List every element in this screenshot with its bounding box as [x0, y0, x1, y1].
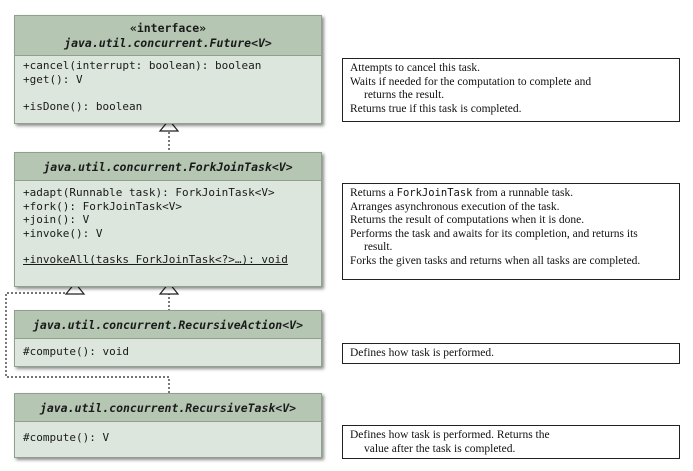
desc-line: returns the result.: [364, 89, 445, 102]
future-methods: +cancel(interrupt: boolean): boolean +ge…: [15, 56, 321, 118]
desc-line: Defines how task is performed.: [350, 347, 495, 359]
future-class-box: «interface» java.util.concurrent.Future<…: [14, 15, 322, 124]
desc-line: Defines how task is performed. Returns t…: [350, 429, 550, 441]
inheritance-arrowhead-action: [158, 282, 180, 295]
desc-line: Returns a ForkJoinTask from a runnable t…: [350, 187, 672, 201]
forkjoin-method: +fork(): ForkJoinTask<V>: [23, 199, 182, 213]
forkjoin-method: +adapt(Runnable task): ForkJoinTask<V>: [23, 186, 275, 199]
realization-arrowhead: [158, 119, 180, 132]
recursiveaction-description: Defines how task is performed.: [342, 343, 680, 364]
recursiveaction-method: #compute(): void: [23, 345, 129, 358]
desc-line: Arranges asynchronous execution of the t…: [350, 200, 560, 213]
desc-line: value after the task is completed.: [364, 442, 516, 455]
recursivetask-method: #compute(): V: [23, 431, 110, 444]
desc-line: Attempts to cancel this task.: [350, 62, 480, 74]
forkjoin-methods: +adapt(Runnable task): ForkJoinTask<V> +…: [15, 181, 321, 271]
forkjoin-description: Returns a ForkJoinTask from a runnable t…: [342, 183, 680, 280]
recursivetask-methods: #compute(): V: [15, 422, 321, 449]
future-method: +isDone(): boolean: [23, 100, 143, 113]
forkjoin-class-name: java.util.concurrent.ForkJoinTask<V>: [43, 160, 293, 174]
desc-text: Returns a: [350, 187, 397, 199]
recursiveaction-class-header: java.util.concurrent.RecursiveAction<V>: [15, 311, 321, 339]
inheritance-arrowhead-task: [64, 282, 86, 295]
future-description: Attempts to cancel this task. Waits if n…: [342, 58, 680, 122]
desc-line: result.: [364, 241, 393, 254]
desc-line: Forks the given tasks and returns when a…: [350, 254, 641, 267]
forkjoin-class-header: java.util.concurrent.ForkJoinTask<V>: [15, 153, 321, 181]
recursiveaction-class-name: java.util.concurrent.RecursiveAction<V>: [32, 318, 304, 332]
forkjoin-method: +join(): V: [23, 213, 90, 226]
recursivetask-class-header: java.util.concurrent.RecursiveTask<V>: [15, 394, 321, 422]
desc-line: Returns true if this task is completed.: [350, 102, 522, 115]
desc-line: Waits if needed for the computation to c…: [350, 75, 592, 88]
future-method: +get(): V: [23, 72, 83, 86]
forkjoin-class-box: java.util.concurrent.ForkJoinTask<V> +ad…: [14, 152, 322, 287]
future-class-name: java.util.concurrent.Future<V>: [64, 36, 272, 50]
forkjoin-method: +invoke(): V: [23, 226, 103, 240]
recursivetask-class-box: java.util.concurrent.RecursiveTask<V> #c…: [14, 393, 322, 458]
desc-line: Performs the task and awaits for its com…: [350, 227, 638, 240]
recursivetask-description: Defines how task is performed. Returns t…: [342, 425, 680, 459]
forkjoin-static-method: +invokeAll(tasks ForkJoinTask<?>…): void: [23, 253, 288, 266]
future-method: +cancel(interrupt: boolean): boolean: [23, 59, 262, 72]
recursiveaction-class-box: java.util.concurrent.RecursiveAction<V> …: [14, 310, 322, 367]
desc-line: Returns the result of computations when …: [350, 214, 585, 227]
desc-code: ForkJoinTask: [396, 187, 473, 199]
future-class-header: «interface» java.util.concurrent.Future<…: [15, 16, 321, 56]
desc-text: from a runnable task.: [472, 187, 574, 199]
recursivetask-class-name: java.util.concurrent.RecursiveTask<V>: [39, 401, 297, 415]
recursiveaction-methods: #compute(): void: [15, 339, 321, 363]
future-stereotype: «interface»: [129, 21, 207, 35]
